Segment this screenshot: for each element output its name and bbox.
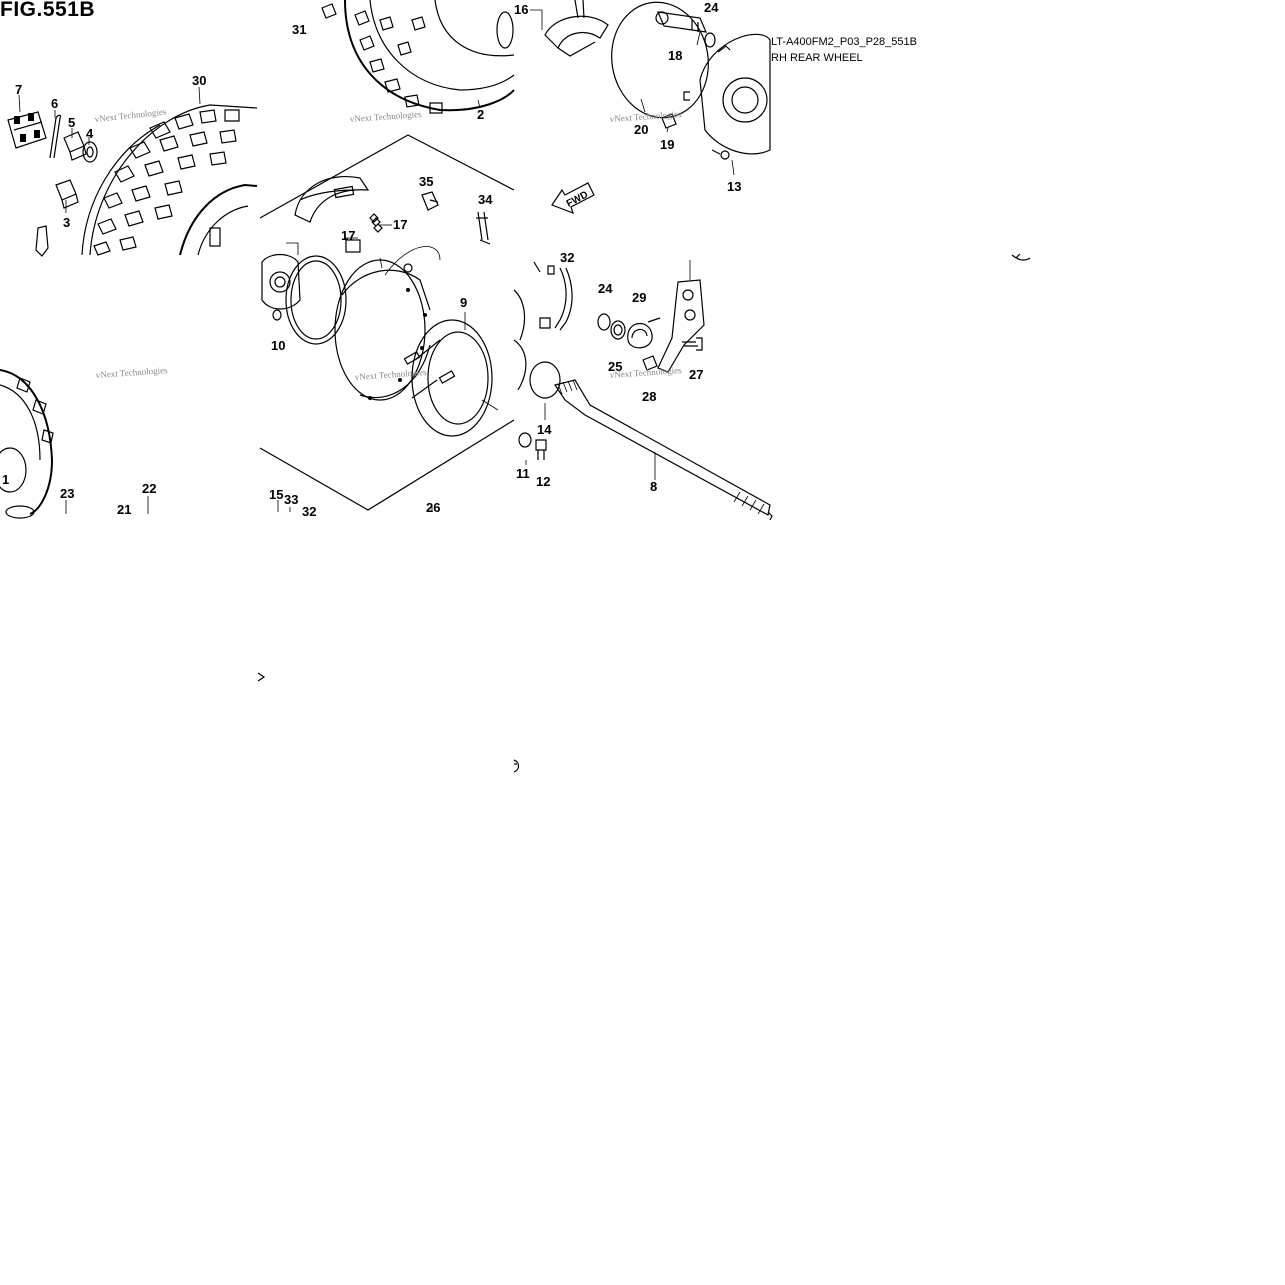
tire-left-tile [7,86,258,257]
callout: 35 [419,174,433,189]
tire-lower-tile [0,369,149,519]
callout: 11 [516,466,530,481]
fragment-mark [513,759,520,773]
fragment-mark [767,511,773,521]
callout: 32 [302,504,316,519]
callout: 21 [117,502,131,517]
watermark: vNext Technologies [95,365,168,380]
callout: 8 [650,479,657,494]
callout: 25 [608,359,622,374]
callout: 18 [668,48,682,63]
callout: 12 [536,474,550,489]
callout: 31 [292,22,306,37]
callout: 2 [477,107,484,122]
watermark: vNext Technologies [354,367,427,382]
callout: 33 [284,492,298,507]
callout: 10 [271,338,285,353]
brake-assembly-tile [259,0,515,512]
callout: 17 [393,217,407,232]
callout: 26 [426,500,440,515]
figure-title: FIG.551B [0,0,96,21]
callout: 7 [15,82,22,97]
callout: 4 [86,126,94,141]
callout: 34 [478,192,493,207]
callout: 6 [51,96,58,111]
callout: 24 [598,281,613,296]
callout: 17 [341,228,355,243]
callout: 32 [560,250,574,265]
callout: 23 [60,486,74,501]
fragment-mark [1011,253,1031,261]
callout: 29 [632,290,646,305]
callout: 15 [269,487,283,502]
callout: 9 [460,295,467,310]
callout: 19 [660,137,674,152]
callout: 24 [704,0,719,15]
callout: 20 [634,122,648,137]
figure-code: LT-A400FM2_P03_P28_551B [771,36,917,48]
watermark: vNext Technologies [349,109,422,124]
watermark: vNext Technologies [94,106,167,124]
callout: 5 [68,115,75,130]
backing-plate-tile [477,0,771,516]
callout: 30 [192,73,206,88]
callout: 13 [727,179,741,194]
fragment-mark [257,672,266,682]
callout: 3 [63,215,70,230]
callout: 27 [689,367,703,382]
callout: 22 [142,481,156,496]
callout: 28 [642,389,656,404]
callout: 1 [2,472,9,487]
fwd-label: FWD [565,189,590,209]
callout: 16 [514,2,528,17]
callout: 14 [537,422,552,437]
figure-caption: RH REAR WHEEL [771,52,863,64]
callout-labels: 31 16 24 18 2 20 19 13 7 6 5 4 3 30 35 3… [2,0,741,519]
